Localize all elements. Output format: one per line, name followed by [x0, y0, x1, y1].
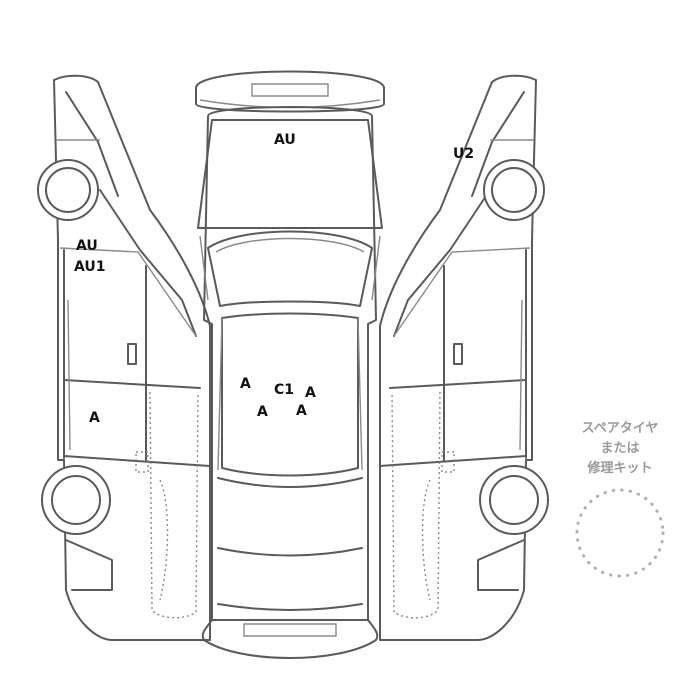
spare-tire-label-line-3: 修理キット: [587, 461, 653, 476]
top-view: [195, 70, 385, 659]
damage-mark-hood-a1: A: [240, 376, 251, 392]
damage-mark-left-au1: AU1: [74, 259, 106, 275]
spare-tire-label-line-1: スペアタイヤ: [581, 421, 659, 436]
spare-tire-label: スペアタイヤ または 修理キット: [560, 419, 680, 479]
right-side-view: [379, 74, 549, 641]
damage-mark-hood-c1: C1: [274, 382, 295, 398]
left-side-view: [37, 74, 211, 641]
damage-mark-roof-au: AU: [274, 132, 296, 148]
damage-mark-right-u2: U2: [453, 146, 475, 162]
damage-mark-left-au: AU: [76, 238, 98, 254]
damage-mark-left-a: A: [89, 410, 100, 426]
spare-tire-circle: [575, 488, 665, 578]
damage-mark-hood-a2: A: [305, 385, 316, 401]
damage-mark-hood-a4: A: [296, 403, 307, 419]
spare-tire-label-line-2: または: [600, 441, 640, 456]
damage-mark-hood-a3: A: [257, 404, 268, 420]
